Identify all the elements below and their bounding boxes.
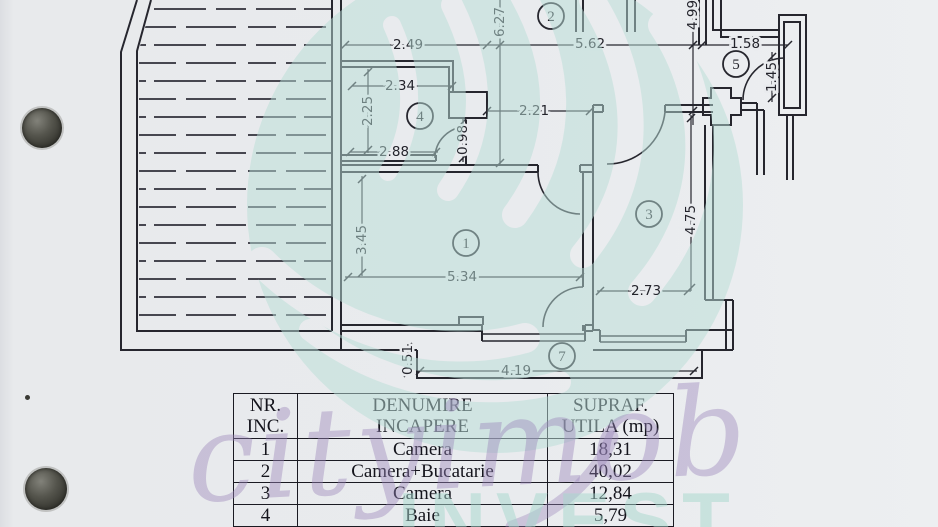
room-labels: 1 2 3 4 5 7	[406, 2, 750, 370]
cell-nr: 3	[233, 482, 298, 505]
header-nr-line1: NR.	[249, 395, 282, 416]
dimension-label: 6.27	[492, 7, 508, 37]
door-arc-room1-bottom	[542, 286, 584, 328]
dimension-label: 4.99	[685, 0, 701, 30]
header-nr-line2: INC.	[246, 416, 285, 437]
door-arc-room1-top	[537, 171, 581, 215]
dimension-label: 0.98	[455, 125, 471, 155]
dimension-label: 1.58	[730, 36, 760, 52]
dimension-label: 2.34	[385, 78, 415, 94]
room-label-7: 7	[548, 342, 576, 370]
door-arc-room3	[606, 111, 666, 165]
hatched-area	[139, 2, 331, 330]
hole-punch-bottom	[25, 468, 67, 510]
table-row: 1 Camera 18,31	[233, 438, 674, 461]
header-suprafata: SUPRAF. UTILA (mp)	[547, 393, 674, 439]
table-row: 4 Baie 5,79	[233, 504, 674, 527]
svg-text:4: 4	[416, 109, 424, 125]
dimension-label: 4.19	[501, 363, 531, 379]
cell-name: Baie	[297, 504, 548, 527]
svg-text:3: 3	[645, 207, 653, 223]
dimension-label: 1.45	[764, 62, 780, 92]
dimension-label: 2.88	[379, 144, 409, 160]
table-row: 3 Camera 12,84	[233, 482, 674, 505]
dimension-lines	[345, 0, 788, 376]
cell-nr: 2	[233, 460, 298, 483]
header-suprafata-line2: UTILA (mp)	[561, 416, 660, 437]
dimension-label: 2.21	[519, 103, 549, 119]
room-label-5: 5	[722, 50, 750, 78]
dimension-label: 5.34	[447, 269, 477, 285]
cell-area: 18,31	[547, 438, 674, 461]
cell-nr: 1	[233, 438, 298, 461]
svg-text:2: 2	[547, 9, 555, 25]
cell-area: 12,84	[547, 482, 674, 505]
svg-text:1: 1	[462, 236, 470, 252]
header-denumire-line2: INCAPERE	[376, 416, 469, 437]
dimension-labels: 2.49 5.62 1.58 6.27 4.99 1.45 2.34 2.25 …	[352, 0, 783, 382]
door-arc-room5	[742, 57, 785, 101]
area-table: NR. INC. DENUMIRE INCAPERE SUPRAF. UTILA…	[233, 393, 674, 527]
header-nr: NR. INC.	[233, 393, 298, 439]
dimension-label: 5.62	[575, 36, 605, 52]
dimension-label: 3.45	[354, 225, 370, 255]
room-label-4: 4	[406, 102, 434, 130]
cell-name: Camera	[297, 482, 548, 505]
hole-punch-top	[22, 108, 62, 148]
room-label-3: 3	[635, 200, 663, 228]
dimension-label: 2.73	[631, 283, 661, 299]
dimension-label: 4.75	[683, 205, 699, 235]
dimension-label: 2.25	[360, 96, 376, 126]
room3-walls	[593, 104, 734, 351]
header-denumire-line1: DENUMIRE	[372, 395, 473, 416]
paper-speck	[25, 395, 30, 400]
cell-name: Camera+Bucatarie	[297, 460, 548, 483]
table-row: 2 Camera+Bucatarie 40,02	[233, 460, 674, 483]
svg-text:7: 7	[558, 349, 566, 365]
header-suprafata-line1: SUPRAF.	[572, 395, 649, 416]
cell-nr: 4	[233, 504, 298, 527]
header-denumire: DENUMIRE INCAPERE	[297, 393, 548, 439]
table-header-row: NR. INC. DENUMIRE INCAPERE SUPRAF. UTILA…	[233, 393, 674, 439]
cell-area: 5,79	[547, 504, 674, 527]
dimension-label: 2.49	[393, 37, 423, 53]
dimension-label: 0.51	[400, 345, 416, 375]
shaft-inner	[783, 21, 801, 109]
cell-area: 40,02	[547, 460, 674, 483]
svg-text:5: 5	[732, 57, 740, 73]
room-label-1: 1	[452, 229, 480, 257]
cell-name: Camera	[297, 438, 548, 461]
room-label-2: 2	[537, 2, 565, 30]
